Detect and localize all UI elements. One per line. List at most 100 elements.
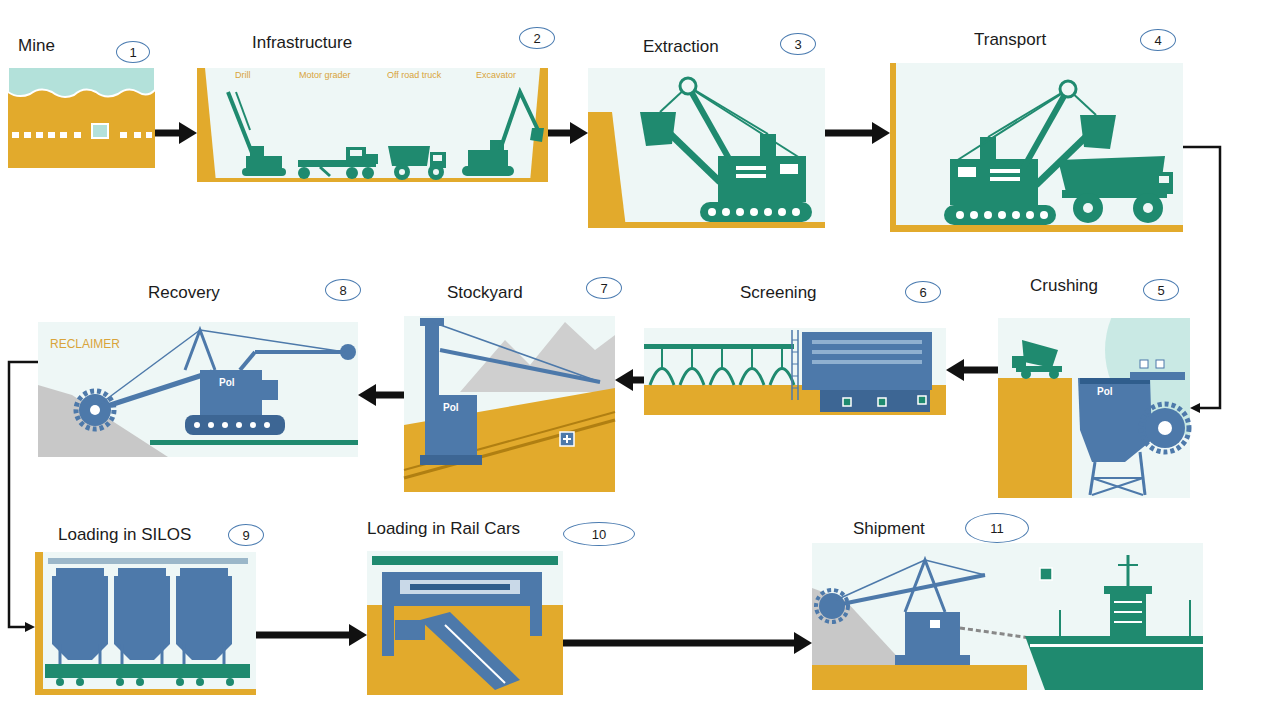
recovery-scene (38, 322, 358, 457)
screening-plant (792, 352, 798, 353)
crusher (1092, 477, 1143, 479)
step-title: Extraction (643, 37, 719, 57)
reclaimer (194, 422, 200, 428)
transport-scene (890, 63, 896, 232)
rail-loader (400, 580, 520, 594)
rail-loader (382, 572, 542, 606)
process-step: Stockyard7 (404, 316, 615, 492)
excavator (468, 150, 508, 166)
conveyor-bridge (770, 369, 794, 386)
equipment-label: Excavator (476, 70, 516, 80)
shipment-scene (1040, 568, 1052, 580)
mine-scene (8, 67, 155, 97)
crushing-scene (998, 265, 1275, 498)
off-road-truck (399, 169, 405, 175)
ship-loader (816, 560, 1045, 665)
step-title: Infrastructure (252, 33, 352, 53)
extraction-scene (588, 112, 626, 228)
ship-loader (905, 612, 960, 657)
bulk-ship (1110, 592, 1146, 638)
equipment-label: Motor grader (299, 70, 351, 80)
transport-scene (890, 63, 1183, 232)
flow-arrow (548, 130, 570, 137)
excavator (462, 92, 544, 176)
haul-truck (1133, 193, 1163, 223)
reclaimer (236, 422, 242, 428)
mine-scene (134, 132, 141, 138)
off-road-truck (394, 164, 410, 180)
haul-truck (1159, 176, 1169, 183)
reclaimer (264, 422, 270, 428)
silo (59, 644, 62, 664)
step-title: Stockyard (447, 283, 523, 303)
reclaimer (194, 422, 270, 428)
mine-scene (12, 132, 152, 138)
motor-grader (366, 154, 378, 164)
haul-truck (1155, 172, 1173, 194)
mine-scene (74, 132, 81, 138)
screening-plant (792, 376, 798, 377)
dump-truck (1049, 369, 1059, 379)
motor-grader (346, 167, 358, 179)
recovery-scene (150, 440, 358, 445)
crusher (1092, 478, 1143, 495)
ship-loader (895, 655, 970, 665)
reclaimer (240, 352, 255, 370)
crusher (1078, 360, 1189, 495)
drill-rig (228, 92, 286, 176)
crusher (1140, 452, 1145, 495)
crushing-scene (998, 378, 1072, 498)
extraction-scene (588, 68, 825, 228)
dump-truck (1021, 369, 1031, 379)
reclaimer (222, 422, 228, 428)
reclaimer (200, 370, 262, 415)
mine-scene (36, 132, 43, 138)
excavator (530, 128, 544, 142)
rail-loader (530, 606, 542, 636)
process-step: Crushing5 (998, 318, 1190, 498)
motor-grader (320, 167, 330, 176)
bulk-ship (1104, 586, 1152, 594)
stacker (425, 395, 477, 457)
stacker (420, 455, 482, 465)
rail-car (226, 678, 234, 686)
silo-scene (35, 552, 256, 695)
rail-car (196, 678, 204, 686)
recovery-scene (38, 385, 168, 457)
bulk-ship (1025, 555, 1203, 690)
step-number: 7 (586, 277, 622, 299)
drill-rig (250, 146, 264, 156)
flow-arrow (155, 130, 179, 137)
crusher (1145, 408, 1185, 448)
reclaimer (250, 422, 256, 428)
equipment-scene (197, 68, 548, 182)
stockyard-scene (563, 438, 571, 440)
equipment-scene (530, 68, 548, 182)
step-number: 11 (965, 513, 1029, 543)
rail-car (136, 678, 144, 686)
transport-scene (890, 225, 1183, 232)
screening-plant (843, 398, 851, 406)
flow-arrow (376, 392, 404, 399)
haul-truck (1073, 193, 1103, 223)
ship-loader (930, 620, 940, 628)
equipment-scene (197, 68, 216, 182)
rail-car (116, 678, 124, 686)
haul-truck (1058, 156, 1165, 192)
step-title: Crushing (1030, 276, 1098, 296)
mine-scene (12, 132, 19, 138)
silo (118, 568, 166, 576)
process-step: Screening6 (644, 328, 946, 415)
machine-label: RECLAIMER (50, 338, 120, 352)
off-road-truck (433, 169, 439, 175)
crusher (1140, 360, 1148, 368)
flow-arrow (256, 632, 349, 639)
motor-grader (362, 167, 374, 179)
power-shovel (640, 78, 812, 222)
dump-truck (1022, 340, 1058, 368)
machine-logo: Pol (1097, 386, 1113, 398)
bulk-ship (1030, 644, 1203, 647)
rail-loading-scene (367, 605, 563, 695)
flow-arrow (825, 130, 872, 137)
